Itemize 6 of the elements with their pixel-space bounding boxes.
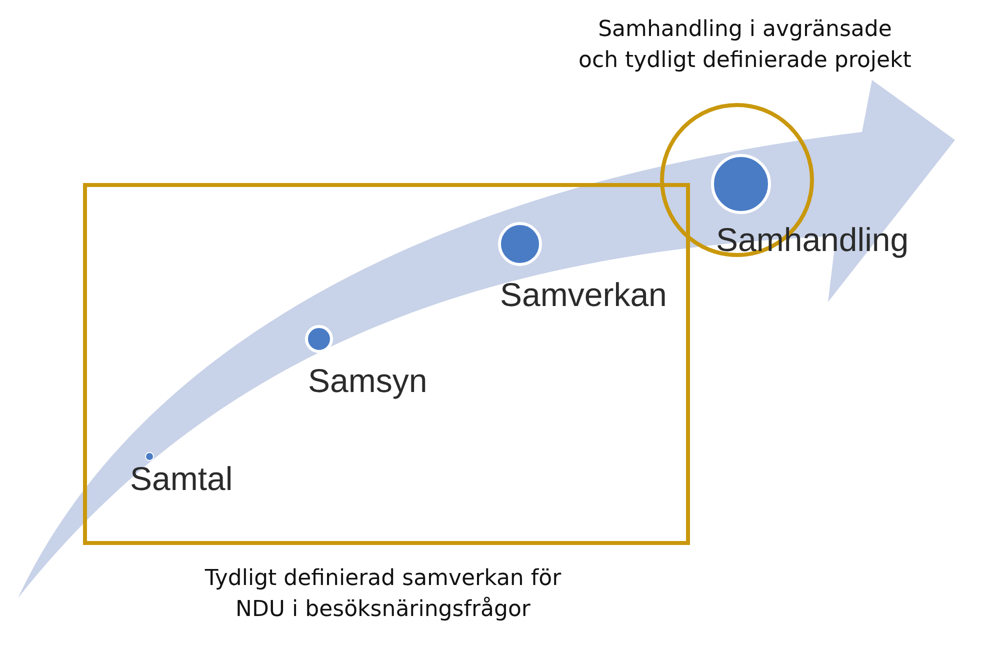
- node-label: Samverkan: [500, 276, 667, 314]
- node-label: Samsyn: [308, 362, 428, 400]
- node-label: Samtal: [130, 460, 233, 498]
- focus-frame: [83, 183, 690, 545]
- node-label: Samhandling i avgränsade och tydligt definierade projekt: [578, 16, 912, 75]
- node-label: Tydligt definierad samverkan för NDU i besöksnäringsfrågor: [204, 565, 562, 624]
